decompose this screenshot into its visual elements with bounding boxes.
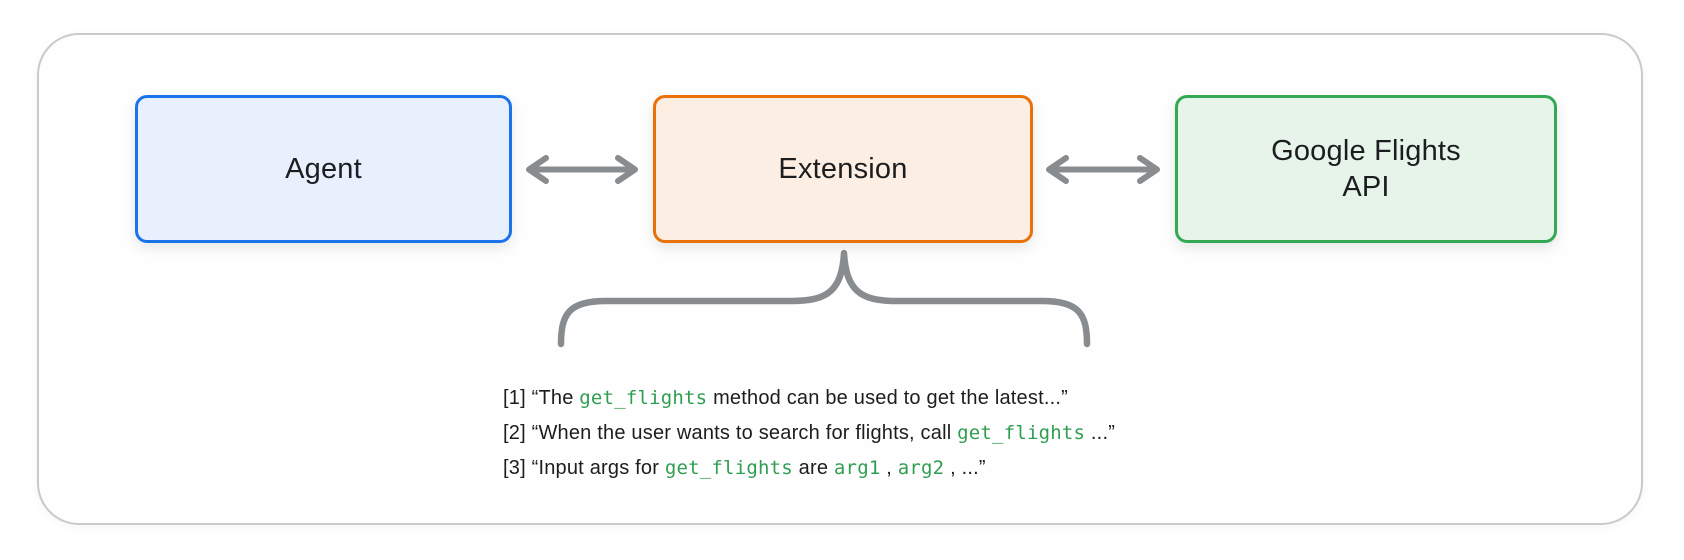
- annotation-text: [1] “The: [503, 387, 580, 409]
- code-token: get_flights: [664, 457, 793, 479]
- annotation-line-2: [2] “When the user wants to search for f…: [503, 416, 1115, 451]
- annotation-text: [2] “When the user wants to search for f…: [503, 422, 958, 444]
- agent-box: Agent: [135, 95, 512, 243]
- extension-box-label: Extension: [778, 152, 908, 185]
- annotation-line-1: [1] “The get_flights method can be used …: [503, 381, 1115, 416]
- agent-box-label: Agent: [285, 152, 362, 185]
- annotation-text: ,: [880, 457, 898, 479]
- extension-box: Extension: [653, 95, 1033, 243]
- code-token: arg1: [833, 457, 881, 479]
- code-token: get_flights: [957, 422, 1086, 444]
- annotation-text: are: [792, 457, 834, 479]
- annotation-text: , ...”: [944, 457, 986, 479]
- google-flights-api-box-label: Google Flights API: [1271, 134, 1461, 203]
- annotation-text: ...”: [1085, 422, 1116, 444]
- google-flights-api-box: Google Flights API: [1175, 95, 1557, 243]
- annotation-text: method can be used to get the latest...”: [707, 387, 1068, 409]
- code-token: arg2: [897, 457, 945, 479]
- code-token: get_flights: [579, 387, 708, 409]
- annotation-block: [1] “The get_flights method can be used …: [503, 381, 1115, 486]
- annotation-text: [3] “Input args for: [503, 457, 665, 479]
- annotation-line-3: [3] “Input args for get_flights are arg1…: [503, 451, 1115, 486]
